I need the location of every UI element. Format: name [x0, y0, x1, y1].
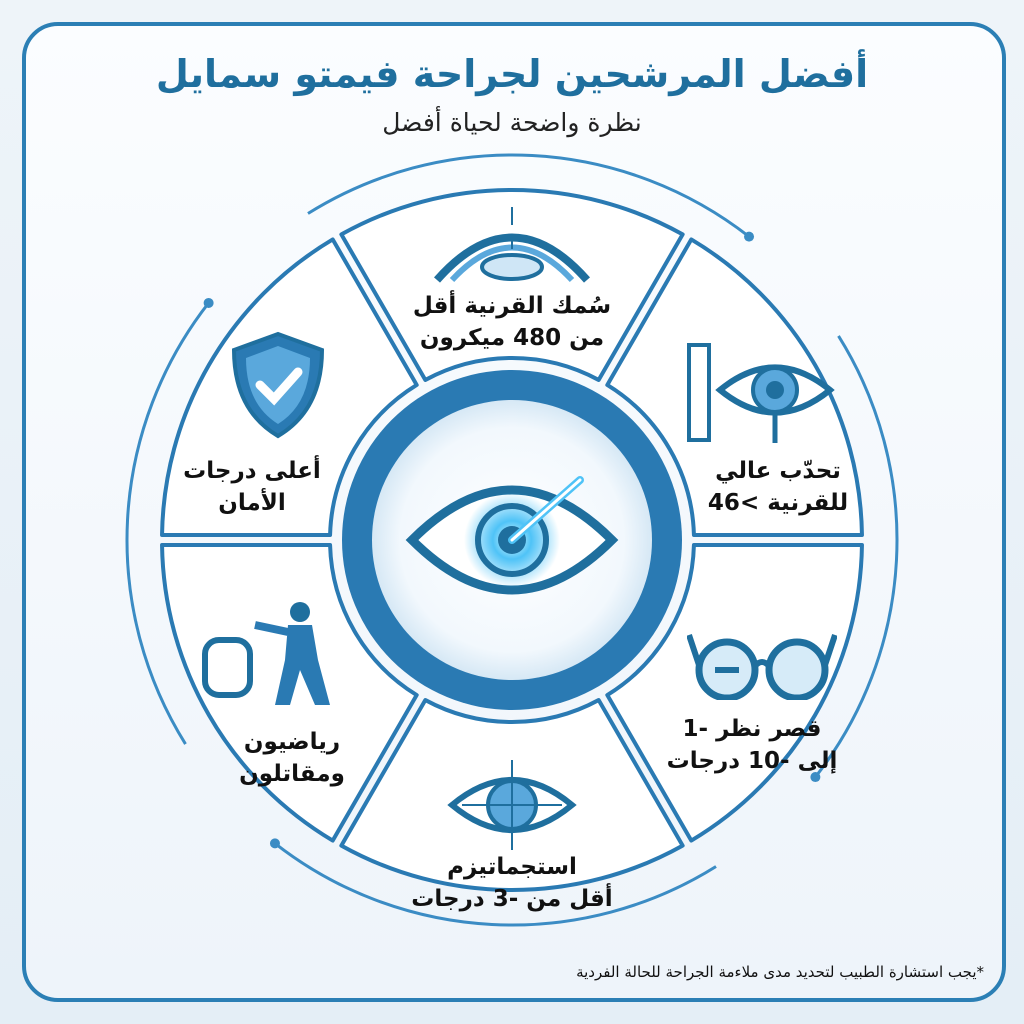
eye-measurement-icon	[687, 343, 835, 443]
segment-line: رياضيون	[243, 729, 341, 755]
segment-astigmatism: استجماتيزم أقل من -3 درجات	[402, 851, 622, 915]
cycle-arrow	[274, 842, 717, 927]
arrow-head	[810, 772, 821, 783]
page-subtitle: نظرة واضحة لحياة أفضل	[382, 108, 642, 137]
astigmatism-eye-icon	[447, 760, 577, 850]
page-title: أفضل المرشحين لجراحة فيمتو سمايل	[155, 52, 869, 96]
segment-line: ومقاتلون	[239, 761, 345, 787]
arrow-head	[203, 297, 214, 308]
segment-line: أعلى درجات	[183, 458, 321, 484]
footer-note: *يجب استشارة الطبيب لتحديد مدى ملاءمة ال…	[576, 963, 984, 981]
cycle-arrow	[307, 153, 750, 238]
cycle-arrow	[125, 302, 210, 745]
segment-line: قصر نظر -1	[682, 716, 822, 742]
cycle-arrow	[814, 335, 899, 778]
segment-myopia: قصر نظر -1 إلى -10 درجات	[642, 713, 862, 777]
arrow-head	[269, 838, 280, 849]
segment-safety: أعلى درجات الأمان	[142, 455, 362, 519]
segment-cornea-thickness: سُمك القرنية أقل من 480 ميكرون	[402, 290, 622, 354]
segment-corneal-curvature: تحدّب عالي للقرنية >46	[668, 455, 888, 519]
segment-line: استجماتيزم	[447, 854, 577, 880]
glasses-icon	[687, 634, 837, 700]
cornea-thickness-icon	[434, 207, 590, 283]
segment-line: للقرنية >46	[707, 490, 849, 516]
segment-line: الأمان	[218, 490, 286, 516]
shield-check-icon	[231, 331, 325, 439]
wheel-segment	[339, 188, 685, 382]
segment-line: إلى -10 درجات	[666, 748, 838, 774]
arrow-head	[744, 231, 755, 242]
segment-athletes: رياضيون ومقاتلون	[182, 726, 402, 790]
segment-line: سُمك القرنية أقل	[412, 293, 612, 319]
cycle-arrows	[125, 153, 899, 927]
laser-eye-icon	[405, 476, 619, 595]
boxer-icon	[202, 602, 330, 705]
segment-line: أقل من -3 درجات	[411, 886, 613, 912]
segment-line: تحدّب عالي	[715, 458, 841, 484]
segment-line: من 480 ميكرون	[419, 325, 605, 351]
